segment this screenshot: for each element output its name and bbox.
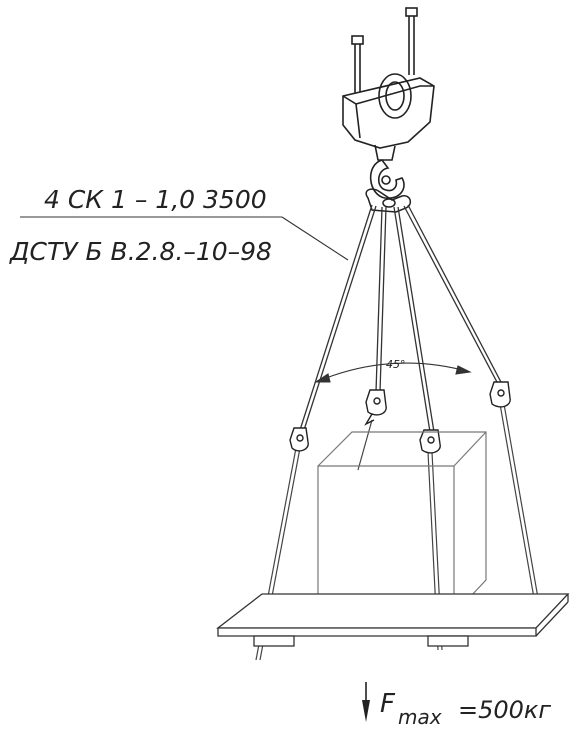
hook-front — [419, 429, 441, 454]
angle-dimension: 45° — [314, 358, 472, 383]
pallet — [216, 593, 570, 647]
angle-label: 45° — [386, 358, 406, 371]
designation-line-2: ДСТУ Б В.2.8.–10–98 — [9, 237, 272, 266]
hook-center — [364, 389, 387, 426]
sling-legs — [299, 204, 503, 433]
cargo-box — [317, 431, 487, 615]
sling-hooks — [289, 381, 511, 454]
load-force: F max =500кг — [362, 682, 551, 729]
sling-designation: 4 СК 1 – 1,0 3500 ДСТУ Б В.2.8.–10–98 — [9, 185, 349, 266]
hook-right — [489, 381, 511, 408]
force-value: =500кг — [458, 696, 551, 724]
crane-hook-block — [342, 7, 435, 199]
designation-line-1: 4 СК 1 – 1,0 3500 — [44, 185, 267, 214]
sling-master-link — [365, 188, 412, 213]
force-subscript: max — [398, 705, 442, 729]
force-symbol: F — [380, 689, 396, 719]
hook-left — [289, 427, 309, 452]
